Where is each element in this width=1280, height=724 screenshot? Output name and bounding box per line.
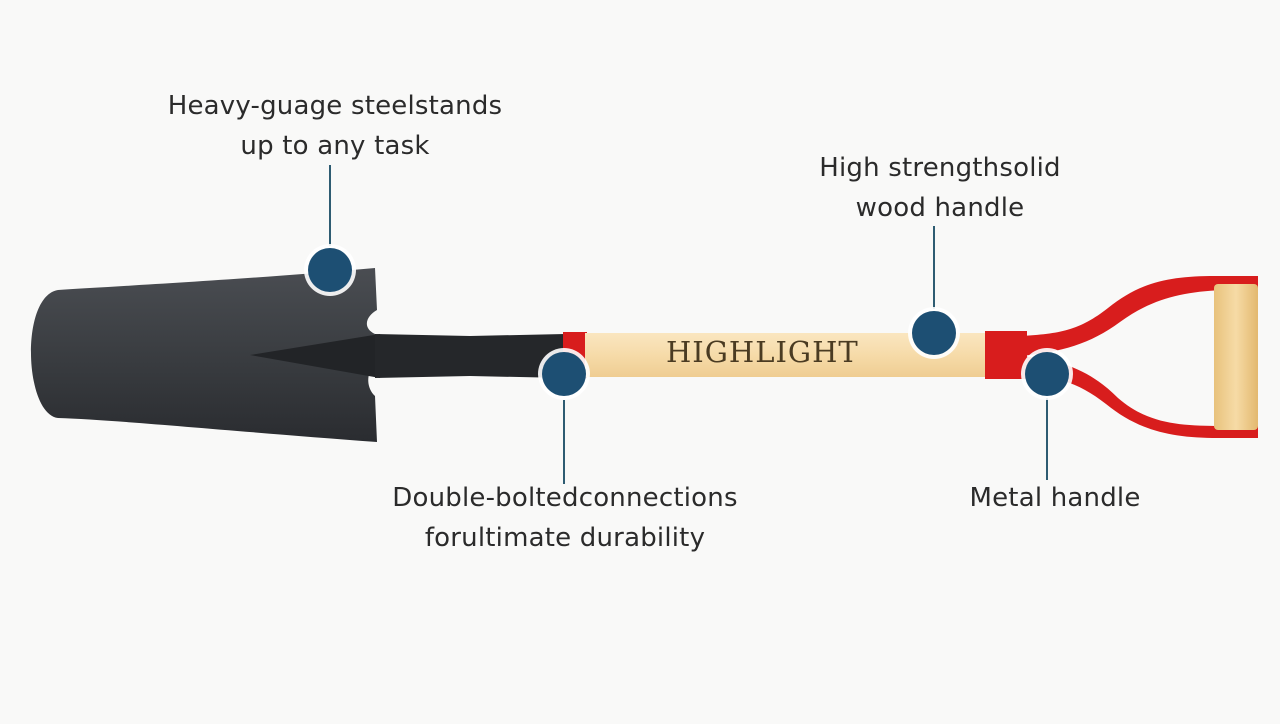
callout-steel-line2: up to any task: [240, 131, 430, 161]
circle-marker-icon: [304, 244, 356, 296]
metal-handle-upper-arm: [1020, 276, 1258, 356]
callout-bolts: Double-boltedconnections forultimate dur…: [330, 478, 800, 558]
callout-steel-line1: Heavy-guage steelstands: [167, 91, 503, 121]
brand-label: HIGHLIGHT: [666, 335, 859, 369]
wood-grip: [1214, 284, 1258, 430]
callout-wood-line2: wood handle: [855, 193, 1025, 223]
callout-metal: Metal handle: [930, 478, 1180, 518]
callout-wood-line1: High strengthsolid: [819, 153, 1061, 183]
callout-bolts-line1: Double-boltedconnections: [392, 483, 738, 513]
callout-metal-line1: Metal handle: [969, 483, 1141, 513]
blade-socket: [375, 334, 565, 378]
circle-marker-icon: [538, 348, 590, 400]
callout-bolts-line2: forultimate durability: [424, 523, 706, 553]
circle-marker-icon: [1021, 348, 1073, 400]
spade-blade: [30, 268, 378, 442]
blade-ridge: [250, 334, 380, 378]
circle-marker-icon: [908, 307, 960, 359]
callout-wood: High strengthsolid wood handle: [770, 148, 1110, 228]
callout-steel: Heavy-guage steelstands up to any task: [100, 86, 570, 166]
metal-handle-lower-arm: [1020, 356, 1258, 438]
